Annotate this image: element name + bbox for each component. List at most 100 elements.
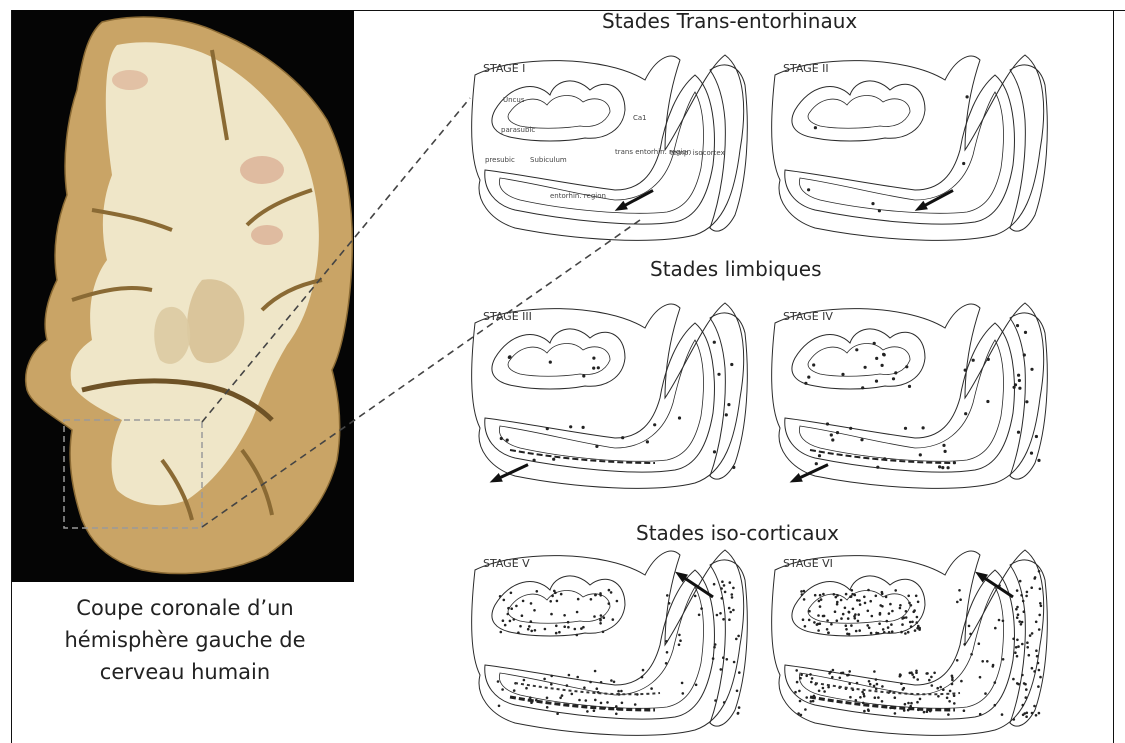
- tangle-dot: [836, 431, 839, 434]
- tangle-dot: [1030, 368, 1033, 371]
- tangle-dot: [859, 603, 862, 606]
- tangle-dot: [728, 618, 731, 621]
- tangle-dot: [805, 675, 808, 678]
- tangle-dot: [502, 619, 505, 622]
- tangle-dot: [800, 673, 803, 676]
- tangle-dot: [855, 699, 858, 702]
- tangle-dot: [679, 639, 682, 642]
- tangle-dot: [830, 623, 833, 626]
- tangle-dot: [855, 630, 858, 633]
- tangle-dot: [576, 611, 579, 614]
- tangle-dot: [875, 357, 878, 360]
- tangle-dot: [807, 376, 810, 379]
- tangle-dot: [826, 422, 829, 425]
- tangle-dot: [529, 696, 532, 699]
- tangle-dot: [519, 625, 522, 628]
- tangle-dot: [841, 373, 844, 376]
- tangle-dot: [1019, 580, 1022, 583]
- tangle-dot: [833, 593, 836, 596]
- tangle-dot: [963, 709, 966, 712]
- tangle-dot: [724, 591, 727, 594]
- tangle-dot: [908, 385, 911, 388]
- cortex-band-inner-outline: [499, 587, 703, 708]
- tangle-dot: [905, 616, 908, 619]
- tangle-dot: [869, 683, 872, 686]
- tangle-dot: [642, 669, 645, 672]
- tangle-dot: [868, 627, 871, 630]
- tangle-dot: [875, 688, 878, 691]
- tangle-dot: [850, 624, 853, 627]
- tangle-dot: [882, 353, 885, 356]
- tangle-dot: [1021, 643, 1024, 646]
- tangle-dot: [521, 614, 524, 617]
- tangle-dot: [894, 712, 897, 715]
- tangle-dot: [586, 710, 589, 713]
- tangle-dot: [694, 595, 697, 598]
- tangle-dot: [729, 611, 732, 614]
- tangle-dot: [1035, 435, 1038, 438]
- hippocampus-outline: [792, 329, 925, 389]
- tangle-dot: [916, 627, 919, 630]
- tangle-dot: [612, 618, 615, 621]
- tangle-dot: [894, 371, 897, 374]
- tangle-dot: [899, 607, 902, 610]
- hippocampus-outline: [492, 329, 625, 389]
- tangle-dot: [962, 162, 965, 165]
- tangle-dot: [881, 593, 884, 596]
- tangle-dot: [809, 673, 812, 676]
- tangle-dot: [543, 678, 546, 681]
- tangle-dot: [803, 598, 806, 601]
- tangle-dot: [1022, 704, 1025, 707]
- tangle-dot: [916, 701, 919, 704]
- tangle-dot: [873, 342, 876, 345]
- tangle-dot: [814, 594, 817, 597]
- tangle-dot: [600, 702, 603, 705]
- tangle-dot: [530, 620, 533, 623]
- tangle-dot: [1035, 714, 1038, 717]
- tangle-dot: [556, 712, 559, 715]
- stage-panel-2: STAGE II: [755, 50, 1055, 245]
- tangle-dot: [933, 672, 936, 675]
- tangle-dot: [805, 696, 808, 699]
- hippocampus-inner-outline: [508, 344, 610, 377]
- tangle-dot: [845, 624, 848, 627]
- tangle-dot: [1016, 589, 1019, 592]
- tangle-dot: [1021, 674, 1024, 677]
- stage-label: STAGE IV: [783, 310, 833, 323]
- tangle-dot: [1018, 379, 1021, 382]
- tangle-dot: [958, 589, 961, 592]
- tangle-dot: [737, 635, 740, 638]
- tangle-dot: [845, 593, 848, 596]
- tangle-dot: [665, 662, 668, 665]
- tangle-dot: [1025, 696, 1028, 699]
- tangle-dot: [550, 675, 553, 678]
- tangle-dot: [931, 684, 934, 687]
- hippocampus-inner-outline: [808, 344, 910, 377]
- tangle-dot: [819, 605, 822, 608]
- tangle-dot: [855, 348, 858, 351]
- tangle-dot: [909, 705, 912, 708]
- brain-coronal-section-photo: [12, 10, 354, 582]
- tangle-dot: [1015, 608, 1018, 611]
- tangle-dot: [1025, 715, 1028, 718]
- tangle-dot: [953, 694, 956, 697]
- tangle-dot: [813, 621, 816, 624]
- tangle-dot: [994, 627, 997, 630]
- tangle-dot: [719, 612, 722, 615]
- tangle-dot: [810, 681, 813, 684]
- caption-line-1: Coupe coronale d’un: [20, 592, 350, 624]
- tangle-dot: [909, 621, 912, 624]
- tangle-dot: [947, 466, 950, 469]
- tangle-dot: [567, 626, 570, 629]
- tangle-dot: [960, 680, 963, 683]
- tangle-dot: [816, 623, 819, 626]
- tangle-dot: [799, 700, 802, 703]
- tangle-dot: [569, 425, 572, 428]
- tangle-dot: [568, 674, 571, 677]
- tangle-dot: [804, 625, 807, 628]
- tangle-dot: [1033, 705, 1036, 708]
- caption-line-2: hémisphère gauche de: [20, 624, 350, 656]
- tangle-dot: [621, 436, 624, 439]
- tangle-dot: [942, 444, 945, 447]
- tangle-dot: [964, 369, 967, 372]
